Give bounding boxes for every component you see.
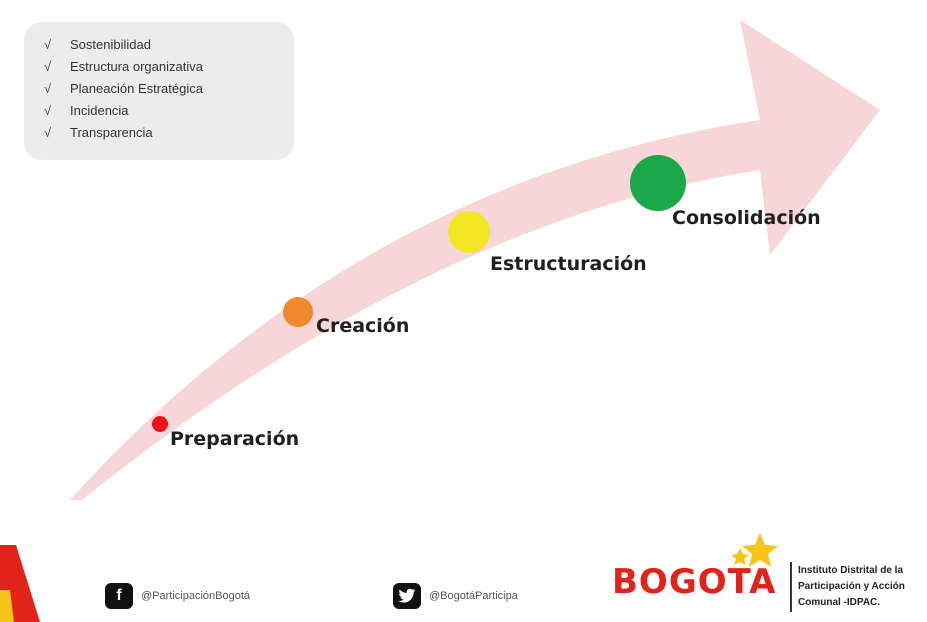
check-icon: √: [44, 103, 52, 118]
stage-dot-creacion: [283, 297, 313, 327]
facebook-icon: f: [105, 583, 133, 609]
institute-name: Instituto Distrital de la Participación …: [798, 565, 905, 608]
checklist-item: √Incidencia: [44, 100, 294, 122]
checklist-item: √Transparencia: [44, 122, 294, 144]
stage-label-consolidacion: Consolidación: [672, 207, 821, 229]
twitter-handle: @BogotáParticipa: [429, 590, 518, 602]
stage-dot-consolidacion: [630, 155, 686, 211]
check-icon: √: [44, 37, 52, 52]
logo-divider: [790, 562, 792, 612]
check-icon: √: [44, 81, 52, 96]
checklist-item: √Estructura organizativa: [44, 56, 294, 78]
checklist-item: √Planeación Estratégica: [44, 78, 294, 100]
bogota-logo: BOGOTA: [612, 562, 777, 602]
checklist-panel: √Sostenibilidad √Estructura organizativa…: [24, 22, 294, 160]
logo-stars-icon: [731, 533, 778, 567]
arrow-body: [70, 20, 880, 500]
stage-label-preparacion: Preparación: [170, 428, 300, 450]
stage-label-estructuracion: Estructuración: [490, 253, 647, 275]
checklist-item: √Sostenibilidad: [44, 34, 294, 56]
facebook-link[interactable]: f @ParticipaciónBogotá: [105, 583, 250, 609]
stage-dot-estructuracion: [448, 211, 490, 253]
twitter-link[interactable]: @BogotáParticipa: [393, 583, 518, 609]
corner-flag-yellow: [0, 590, 14, 622]
stage-dot-preparacion: [152, 416, 168, 432]
facebook-handle: @ParticipaciónBogotá: [141, 590, 251, 602]
check-icon: √: [44, 125, 52, 140]
twitter-icon: [393, 583, 421, 609]
stage-label-creacion: Creación: [316, 315, 410, 337]
check-icon: √: [44, 59, 52, 74]
